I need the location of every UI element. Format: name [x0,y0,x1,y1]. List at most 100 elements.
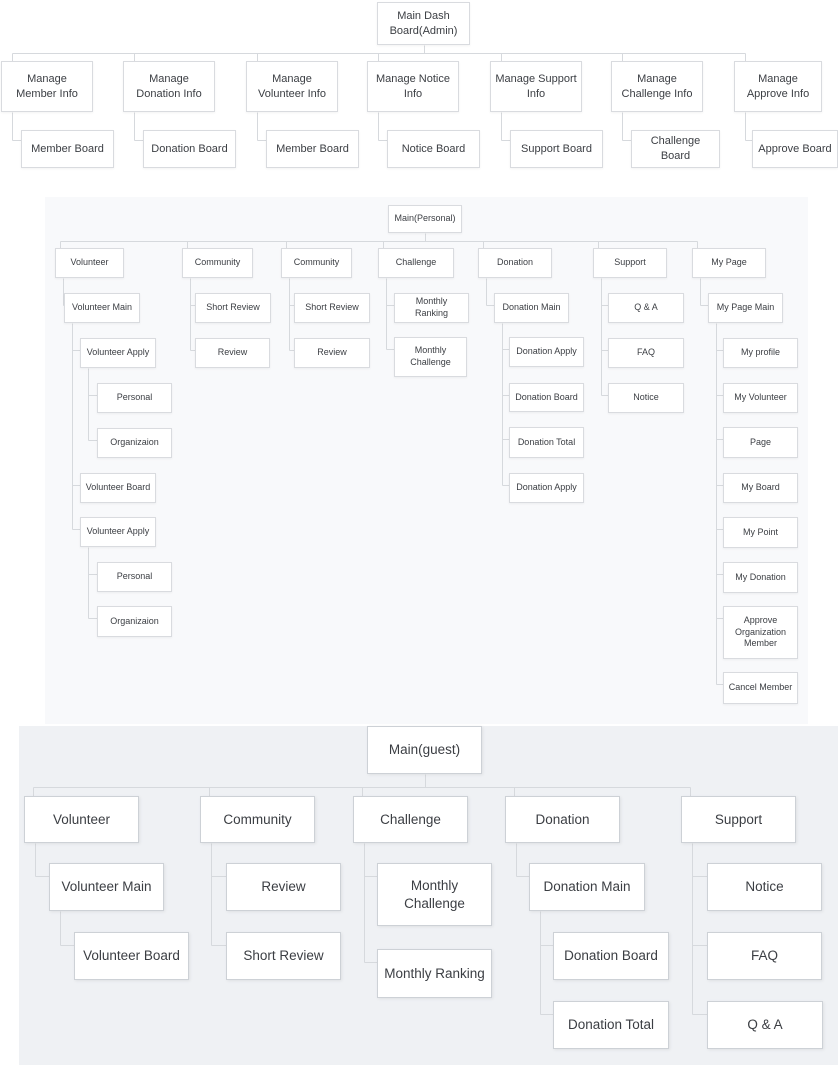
diagram-node: Short Review [195,293,271,323]
diagram-node-label: Approve Board [758,142,832,155]
diagram-node-label: Manage Approve Info [746,72,810,100]
diagram-node: Volunteer Main [64,293,140,323]
diagram-node-label: Support [714,811,763,827]
diagram-node: Review [195,338,270,368]
diagram-node: Review [294,338,370,368]
diagram-node: Notice [707,863,822,911]
diagram-node-label: FAQ [636,347,655,358]
diagram-node-label: Member Board [31,142,104,155]
diagram-node-label: Review [317,347,347,358]
diagram-node: Manage Support Info [490,61,582,112]
diagram-node: Approve Organization Member [723,606,798,659]
diagram-node: My Point [723,517,798,548]
diagram-node: Approve Board [752,130,838,168]
diagram-node: Volunteer Board [74,932,189,980]
diagram-node-label: Manage Support Info [495,72,577,100]
diagram-node-label: Support [614,257,646,268]
diagram-node-label: Donation Board [564,948,658,964]
diagram-node: Review [226,863,341,911]
diagram-node: Community [182,248,253,278]
diagram-node-label: Donation Apply [516,346,577,357]
diagram-node: Support Board [510,130,603,168]
diagram-node: Challenge Board [631,130,720,168]
diagram-node-label: Short Review [243,948,324,964]
diagram-node-label: Volunteer Apply [86,526,150,537]
diagram-node-label: Donation [535,811,590,827]
diagram-node: Manage Approve Info [734,61,822,112]
diagram-node: Organizaion [97,606,172,637]
diagram-node-label: Donation Board [515,391,578,402]
diagram-node: Support [593,248,667,278]
diagram-node: Notice Board [387,130,480,168]
diagram-node: Community [200,796,315,843]
diagram-node: Challenge [378,248,454,278]
diagram-node: Donation Total [509,427,584,458]
diagram-node: Support [681,796,796,843]
diagram-node-label: Manage Volunteer Info [258,72,326,100]
diagram-node: Cancel Member [723,672,798,704]
diagram-node-label: Donation Total [567,1017,655,1033]
diagram-node-label: Page [749,436,772,447]
diagram-node-label: Cancel Member [728,682,793,693]
diagram-node-label: Manage Notice Info [376,72,450,100]
diagram-node: Main Dash Board(Admin) [377,2,470,45]
diagram-node: Donation Total [553,1001,669,1049]
diagram-node: Organizaion [97,428,172,458]
diagram-node: Main(Personal) [388,205,462,233]
diagram-node: Donation [505,796,620,843]
diagram-node-label: My profile [740,347,780,358]
diagram-node-label: Volunteer Main [61,879,152,895]
diagram-node-label: Monthly Ranking [414,296,449,318]
diagram-node-label: Manage Donation Info [136,72,202,100]
diagram-node: Manage Member Info [1,61,93,112]
diagram-node-label: My Volunteer [734,392,787,403]
diagram-node: Q & A [707,1001,823,1049]
diagram-node-label: Volunteer [52,811,111,827]
diagram-node: Donation Board [509,383,584,412]
diagram-node-label: Volunteer [70,257,109,268]
diagram-node: My profile [723,338,798,368]
diagram-node-label: Support Board [521,142,592,155]
diagram-node: Manage Donation Info [123,61,215,112]
diagram-node-label: Q & A [747,1017,783,1033]
diagram-node: Volunteer Apply [80,338,156,368]
diagram-node-label: Monthly Challenge [404,877,465,911]
diagram-node: Donation Main [494,293,569,323]
diagram-node: Community [281,248,352,278]
diagram-node-label: Main(Personal) [394,213,456,224]
diagram-node: Member Board [21,130,114,168]
diagram-node: Short Review [226,932,341,980]
diagram-node-label: Notice [633,392,659,403]
diagram-node: Donation Apply [509,473,584,503]
diagram-node-label: Member Board [276,142,349,155]
diagram-node-label: Donation [496,257,534,268]
diagram-node-label: Q & A [634,302,658,313]
diagram-node: Donation Main [529,863,645,911]
diagram-node-label: Manage Member Info [16,72,78,100]
diagram-node-label: Main Dash Board(Admin) [389,9,458,37]
diagram-node-label: Short Review [305,302,359,313]
diagram-node-label: Organizaion [110,437,159,448]
diagram-node: Volunteer Apply [80,517,156,547]
diagram-node-label: Review [217,347,248,358]
diagram-node-label: Short Review [206,302,260,313]
diagram-node: Manage Notice Info [367,61,459,112]
diagram-node-label: Main(guest) [388,742,461,758]
diagram-node: Manage Challenge Info [611,61,703,112]
diagram-node-label: Manage Challenge Info [621,72,693,100]
diagram-node: Main(guest) [367,726,482,774]
diagram-node-label: Donation Main [502,302,561,313]
diagram-node-label: Notice Board [401,142,466,155]
diagram-node-label: Monthly Challenge [410,345,451,367]
diagram-node: Monthly Challenge [394,337,467,377]
diagram-node: Notice [608,383,684,413]
diagram-node-label: Monthly Ranking [384,965,485,981]
diagram-node: Donation Board [553,932,669,980]
diagram-node: FAQ [707,932,822,980]
diagram-node-label: Donation Board [151,142,228,155]
diagram-node: My Board [723,473,798,503]
diagram-node-label: My Board [741,482,780,493]
diagram-node: Donation Board [143,130,236,168]
